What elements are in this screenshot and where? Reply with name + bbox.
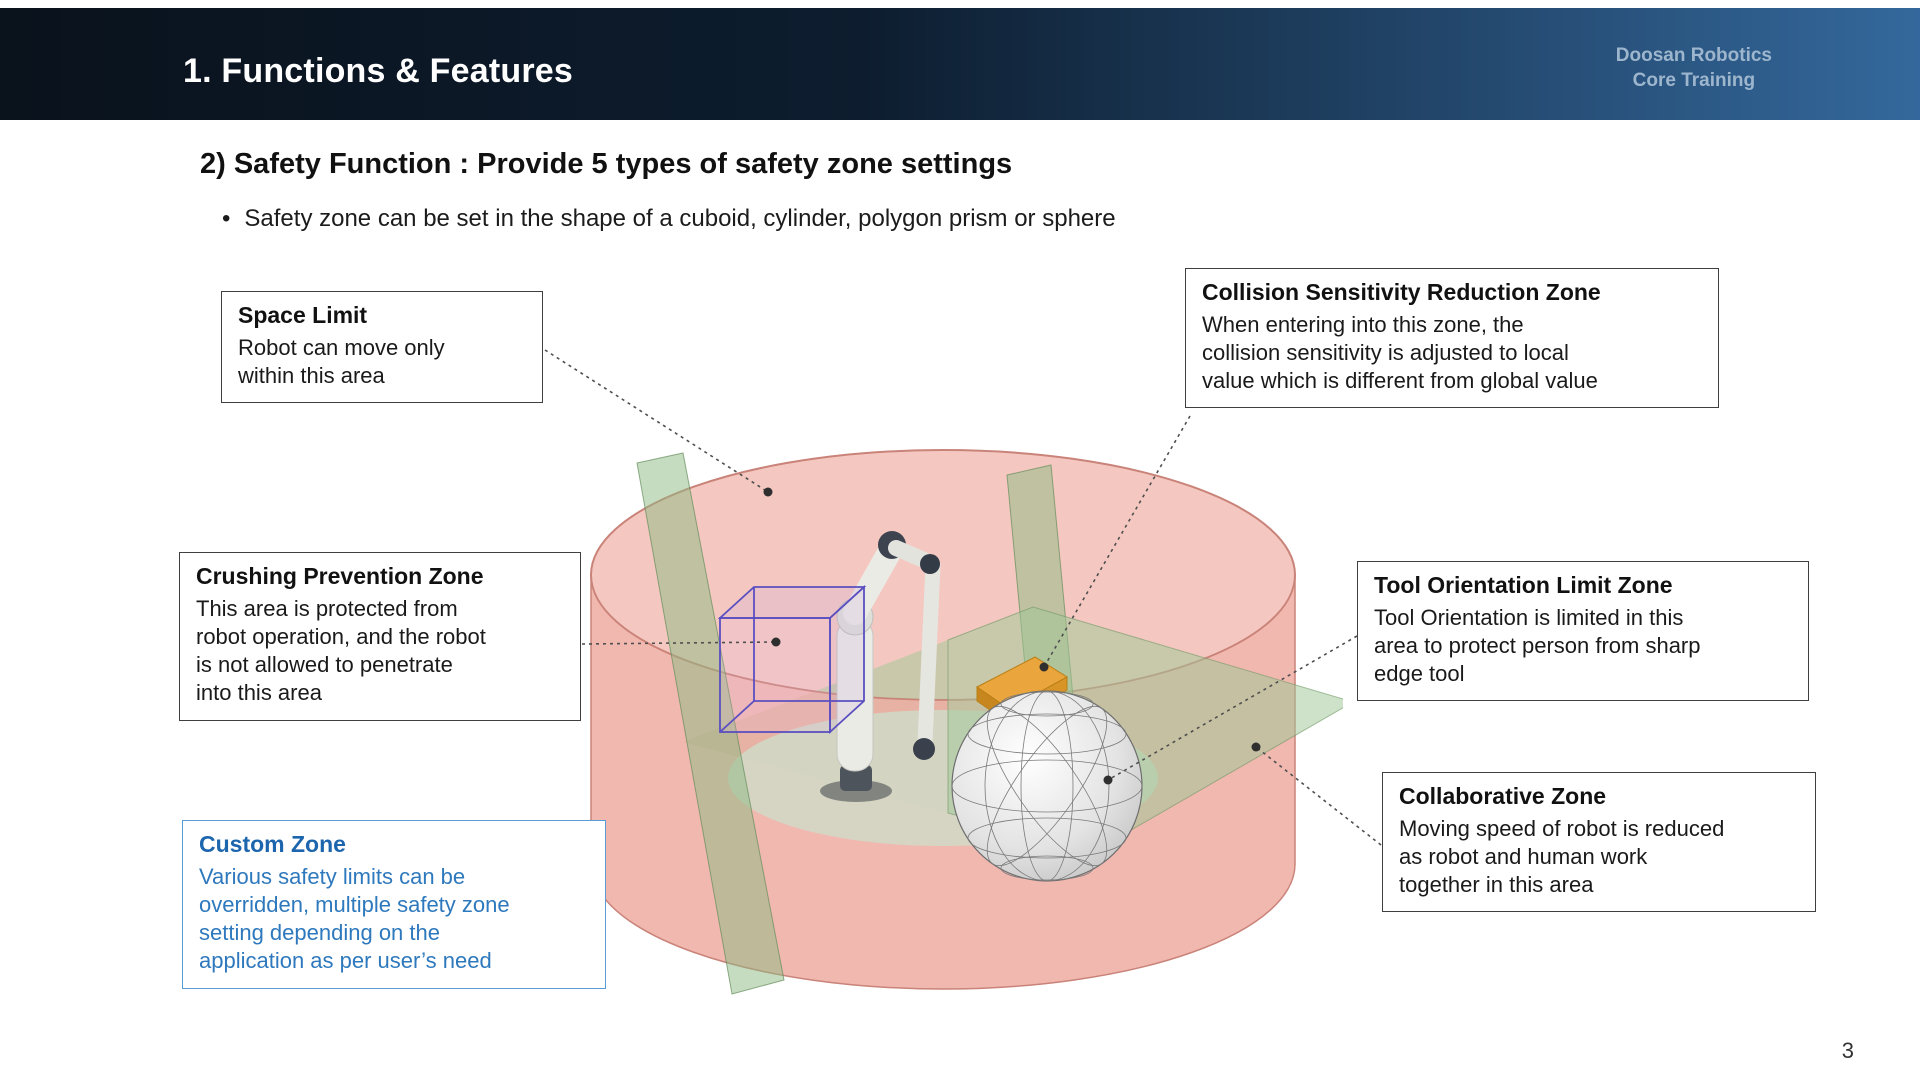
- callout-space-limit: Space Limit Robot can move only within t…: [221, 291, 543, 404]
- callout-body: This area is protected from robot operat…: [196, 596, 486, 706]
- bullet-marker: •: [222, 205, 231, 232]
- robot-arm: [820, 531, 941, 802]
- robot-end-joint: [920, 554, 940, 574]
- brand-line2: Core Training: [1632, 70, 1756, 91]
- section-heading: 2) Safety Function : Provide 5 types of …: [200, 148, 1013, 180]
- brand-line1: Doosan Robotics: [1615, 45, 1772, 67]
- header-bar: 1. Functions & Features Doosan Robotics …: [0, 8, 1920, 120]
- brand-text: Doosan Robotics Core Training: [1616, 34, 1772, 93]
- callout-body: Various safety limits can be overridden,…: [199, 864, 510, 974]
- callout-body: Tool Orientation is limited in this area…: [1374, 605, 1701, 687]
- callout-title: Crushing Prevention Zone: [196, 563, 484, 589]
- bullet-line: • Safety zone can be set in the shape of …: [222, 205, 1116, 233]
- slide-title: 1. Functions & Features: [183, 51, 574, 90]
- callout-custom-zone: Custom Zone Various safety limits can be…: [182, 820, 606, 989]
- safety-zones-illustration: [590, 449, 1343, 995]
- wireframe-sphere-zone: [951, 690, 1143, 882]
- callout-title: Tool Orientation Limit Zone: [1374, 572, 1673, 598]
- callout-collaborative-zone: Collaborative Zone Moving speed of robot…: [1382, 772, 1816, 913]
- callout-title: Custom Zone: [199, 831, 346, 857]
- callout-collision-sensitivity-zone: Collision Sensitivity Reduction Zone Whe…: [1185, 268, 1719, 409]
- crushing-prevention-cube: [717, 584, 867, 735]
- callout-tool-orientation-limit-zone: Tool Orientation Limit Zone Tool Orienta…: [1357, 561, 1809, 702]
- callout-title: Space Limit: [238, 302, 368, 328]
- bullet-text: Safety zone can be set in the shape of a…: [244, 205, 1116, 232]
- callout-body: When entering into this zone, the collis…: [1202, 312, 1598, 394]
- callout-title: Collision Sensitivity Reduction Zone: [1202, 279, 1601, 305]
- callout-title: Collaborative Zone: [1399, 783, 1607, 809]
- callout-body: Robot can move only within this area: [238, 335, 445, 389]
- callout-body: Moving speed of robot is reduced as robo…: [1399, 816, 1725, 898]
- robot-wrist-joint: [913, 738, 935, 760]
- callout-crushing-prevention-zone: Crushing Prevention Zone This area is pr…: [179, 552, 581, 721]
- page-number: 3: [1841, 1038, 1854, 1063]
